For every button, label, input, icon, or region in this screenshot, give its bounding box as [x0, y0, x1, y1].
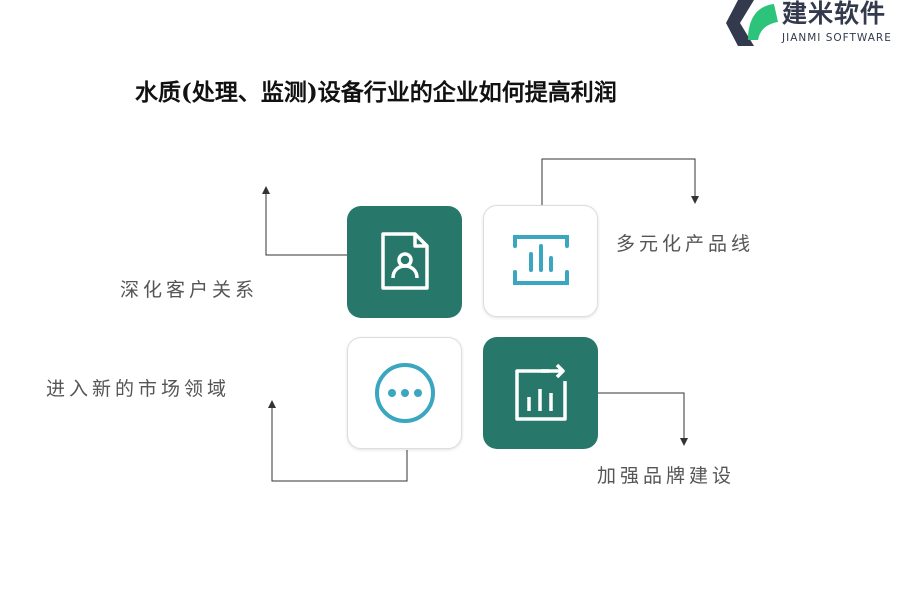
label-product-lines: 多元化产品线	[616, 233, 755, 255]
logo-mark	[726, 0, 778, 46]
card-new-markets	[347, 337, 462, 449]
logo-subtext: JIANMI SOFTWARE	[782, 32, 892, 44]
logo-text: 建米软件	[782, 0, 887, 28]
chart-growth-icon	[514, 363, 567, 421]
bar-chart-scan-icon	[512, 235, 569, 285]
connector-4	[597, 392, 688, 446]
card-customer-relations	[347, 206, 462, 318]
card-brand-building	[483, 337, 598, 449]
more-dots-icon	[374, 363, 435, 423]
label-customer-relations: 深化客户关系	[120, 279, 259, 301]
connector-3	[268, 400, 408, 482]
connector-2	[541, 158, 699, 205]
connector-1	[262, 186, 347, 256]
page-title: 水质(处理、监测)设备行业的企业如何提高利润	[135, 79, 617, 106]
label-brand-building: 加强品牌建设	[597, 465, 736, 487]
user-document-icon	[380, 232, 429, 290]
label-new-markets: 进入新的市场领域	[46, 378, 231, 400]
card-product-lines	[483, 205, 598, 317]
